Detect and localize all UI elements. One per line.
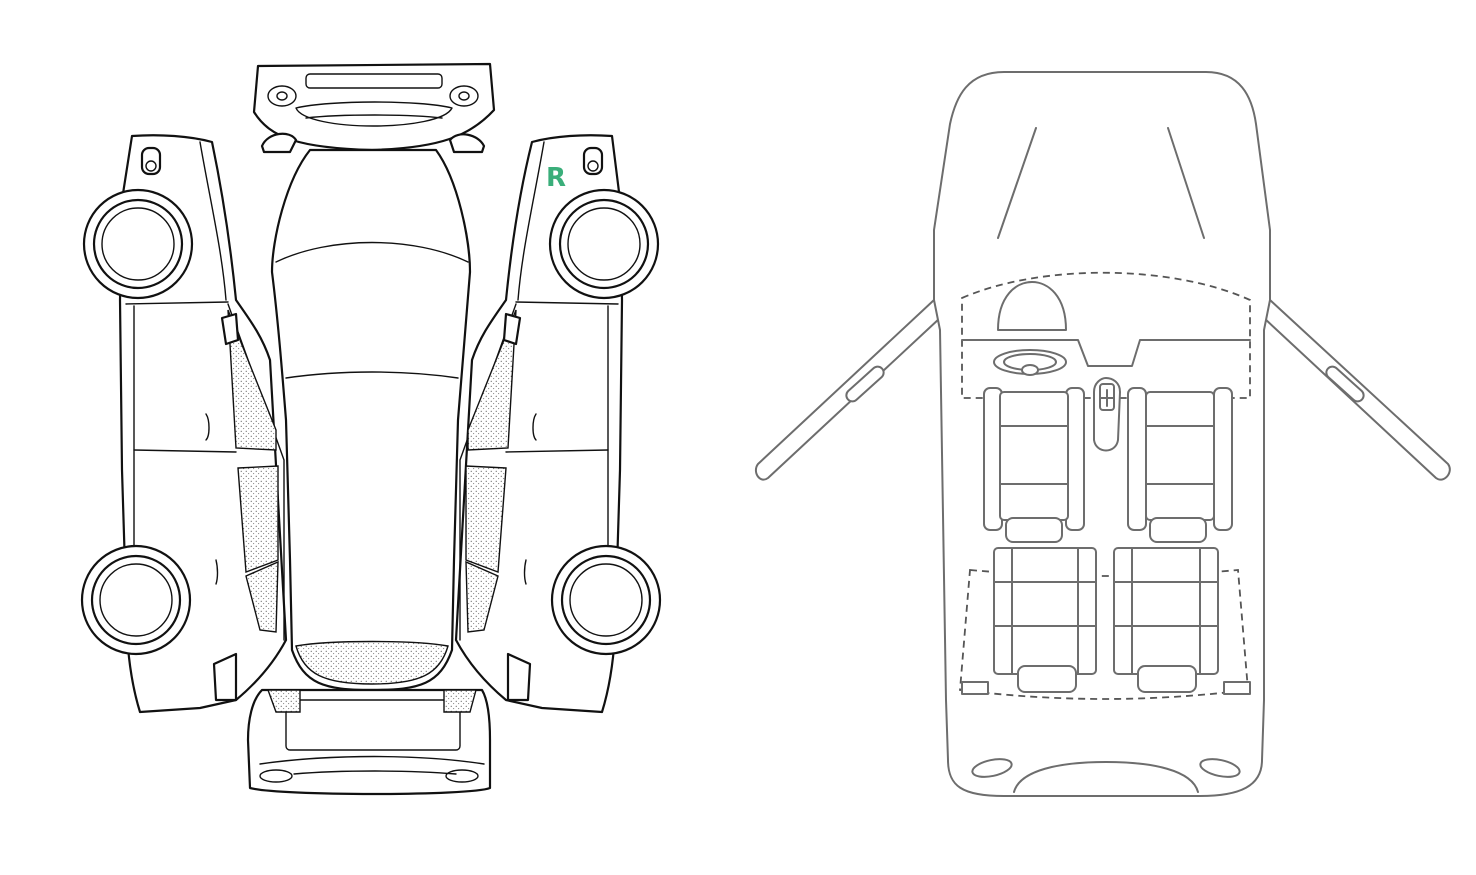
right-side-marker: R (546, 163, 566, 193)
front-right-wheel[interactable] (548, 188, 660, 300)
front-left-wheel[interactable] (82, 188, 194, 300)
rear-left-wheel[interactable] (80, 544, 192, 656)
rear-left-seat[interactable] (993, 547, 1097, 693)
dashboard-area (961, 271, 1251, 399)
rear-right-wheel[interactable] (550, 544, 662, 656)
center-console[interactable] (1093, 377, 1121, 452)
interior-view (754, 71, 1451, 797)
front-bumper-panel[interactable] (252, 62, 496, 154)
rear-right-anchor (1223, 681, 1251, 695)
rear-right-seat[interactable] (1113, 547, 1219, 693)
roof-body-panel[interactable] (270, 148, 472, 692)
front-right-seat[interactable] (1127, 387, 1233, 543)
left-open-door[interactable] (754, 299, 941, 481)
dashboard (961, 339, 1251, 367)
front-left-seat[interactable] (983, 387, 1085, 543)
windshield-pillar-left (997, 127, 1037, 239)
steering-wheel[interactable] (993, 281, 1067, 376)
windshield-pillar-right (1167, 127, 1205, 239)
rear-bumper-panel[interactable] (246, 688, 492, 796)
rear-end[interactable] (971, 756, 1241, 793)
rear-left-anchor (961, 681, 989, 695)
right-open-door[interactable] (1263, 299, 1451, 481)
exterior-view: R (80, 62, 662, 796)
